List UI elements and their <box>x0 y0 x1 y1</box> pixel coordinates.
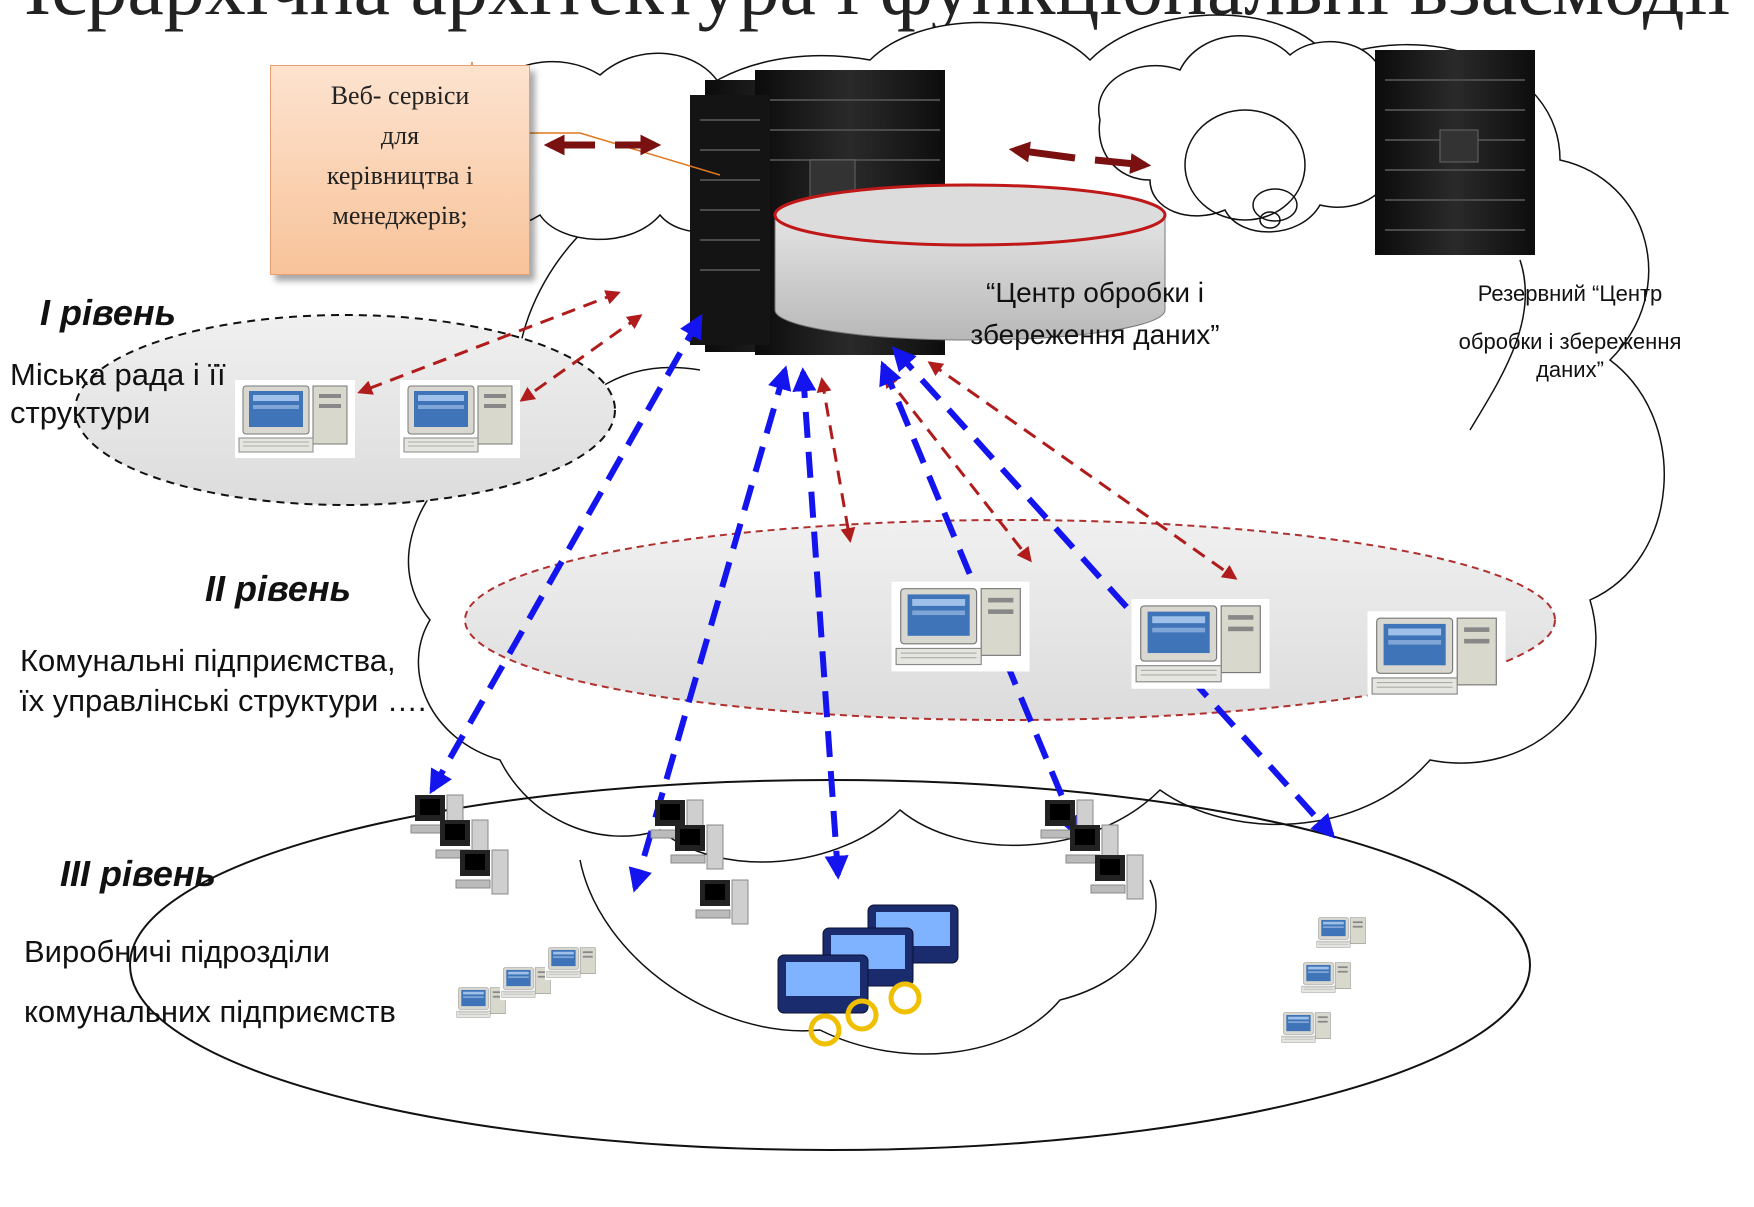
web-services-box: Веб- сервіси для керівництва і менеджері… <box>270 65 530 275</box>
level-3-label: ІІІ рівень <box>60 853 216 894</box>
level-1-description: Міська рада і її структури <box>10 352 226 436</box>
level-2-description-line: їх управлінські структури …. <box>20 683 427 718</box>
level-1-description-line: структури <box>10 395 151 430</box>
level-1-description-line: Міська рада і її <box>10 357 226 392</box>
reserve-center-line: Резервний “Центр <box>1477 281 1663 306</box>
reserve-server-rack-icon <box>1375 50 1535 255</box>
handheld-device-icon <box>777 904 959 1047</box>
reserve-center-line: даних” <box>1536 357 1604 382</box>
level-3-small-computers-icon <box>1279 914 1370 1046</box>
reserve-center-line: обробки і збереження <box>1458 329 1682 354</box>
center-to-reserve-arrow <box>1008 141 1152 174</box>
level-3-description-line: Виробничі підрозділи <box>24 934 331 969</box>
level-3-inner-cloud <box>579 859 1157 1055</box>
reserve-center-label: Резервний “Центр обробки і збереження да… <box>1410 270 1730 382</box>
web-services-line: Веб- сервіси <box>330 81 470 110</box>
level-1-computer-icon <box>399 379 521 459</box>
data-center-line: збереження даних” <box>970 319 1220 350</box>
level-3-workstation-cluster-icon <box>410 794 509 895</box>
data-center-label: “Центр обробки і збереження даних” <box>905 272 1285 356</box>
level-2-computer-icon <box>890 581 1031 673</box>
level-3-small-computers-icon <box>454 944 600 1021</box>
diagram-title: Ієрархічна архітектура і функціональні в… <box>0 0 1754 34</box>
web-services-line: керівництва і <box>326 161 474 190</box>
level-2-label: ІІ рівень <box>205 568 351 609</box>
level-3-description-line: комунальних підприємств <box>24 994 396 1029</box>
level-1-label: І рівень <box>40 292 176 333</box>
level-2-description-line: Комунальні підприємства, <box>20 643 396 678</box>
level-2-computer-icon <box>1366 610 1507 702</box>
data-center-cylinder <box>773 183 1167 341</box>
web-services-line: менеджерів; <box>332 201 468 230</box>
level-2-description: Комунальні підприємства, їх управлінські… <box>20 641 427 721</box>
level-2-computer-icon <box>1130 598 1271 690</box>
level-3-description: Виробничі підрозділи комунальних підприє… <box>24 922 396 1042</box>
web-services-line: для <box>380 121 420 150</box>
data-center-line: “Центр обробки і <box>986 277 1204 308</box>
level-1-computer-icon <box>234 379 356 459</box>
